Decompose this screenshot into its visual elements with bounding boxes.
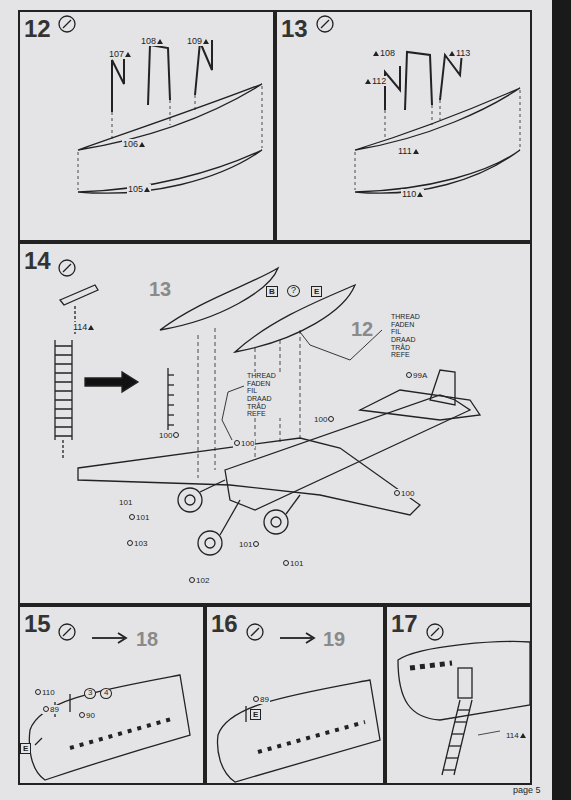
callout-number: 113 bbox=[448, 48, 471, 58]
step-number: 17 bbox=[391, 610, 418, 638]
label-holder: 12 bbox=[350, 318, 374, 340]
label-holder: 105 bbox=[127, 178, 151, 196]
callout-number: 110 bbox=[34, 688, 56, 697]
label-holder: THREAD FADEN FIL DRAAD TRÅD REFE bbox=[246, 372, 282, 420]
label-holder: 114 bbox=[72, 316, 95, 334]
label-holder: 111 bbox=[397, 140, 420, 158]
label-holder: 3 bbox=[84, 681, 96, 699]
step-number: 15 bbox=[24, 610, 51, 638]
label-holder: 90 bbox=[78, 704, 96, 722]
instruction-flag: E bbox=[311, 286, 322, 297]
label-holder: page 5 bbox=[512, 779, 542, 797]
callout-number: 100 bbox=[393, 489, 415, 498]
callout-number: 108 bbox=[372, 48, 396, 58]
label-holder: 100 bbox=[393, 482, 415, 500]
label-holder: 110 bbox=[34, 681, 56, 699]
callout-number: 105 bbox=[127, 184, 151, 194]
label-holder: 99A bbox=[405, 364, 428, 382]
label-holder: 100 bbox=[158, 424, 180, 442]
circled-number: ? bbox=[287, 285, 300, 297]
callout-number: 101 bbox=[128, 513, 150, 522]
callout-number: page 5 bbox=[512, 785, 542, 795]
callout-number: 100 bbox=[158, 431, 180, 440]
step-number: 16 bbox=[211, 610, 238, 638]
callout-number: 110 bbox=[401, 189, 424, 199]
pencil-icons bbox=[59, 16, 443, 640]
callout-number: 111 bbox=[397, 146, 420, 156]
callout-number: 101 bbox=[118, 498, 133, 507]
callout-number: 107 bbox=[108, 49, 132, 59]
step-panel: 16 bbox=[205, 605, 385, 785]
callout-number: 89 bbox=[42, 705, 60, 714]
reference-number: 18 bbox=[135, 628, 159, 650]
label-holder: 103 bbox=[126, 532, 148, 550]
label-holder: 108 bbox=[372, 42, 396, 60]
label-holder: 89 bbox=[42, 698, 60, 716]
engines bbox=[178, 480, 300, 555]
note-text: THREAD FADEN FIL DRAAD TRÅD REFE bbox=[246, 372, 282, 418]
label-holder: B bbox=[266, 280, 278, 298]
label-holder: 106 bbox=[122, 133, 146, 151]
step-panel: 17 bbox=[385, 605, 532, 785]
callout-number: 90 bbox=[78, 711, 96, 720]
drawing-lines bbox=[29, 16, 530, 782]
label-holder: 19 bbox=[322, 628, 346, 650]
instruction-flag: E bbox=[250, 709, 261, 720]
callout-number: 101 bbox=[282, 559, 304, 568]
instruction-flag: E bbox=[20, 743, 31, 754]
callout-number: 99A bbox=[405, 371, 428, 380]
callout-number: 108 bbox=[140, 36, 164, 46]
label-holder: 101 bbox=[282, 552, 304, 570]
label-holder: 113 bbox=[448, 42, 471, 60]
step-panel: 13 bbox=[275, 10, 532, 242]
page-edge bbox=[552, 0, 571, 800]
step-number: 12 bbox=[24, 15, 51, 43]
callout-number: 101 bbox=[238, 540, 260, 549]
reference-number: 13 bbox=[148, 278, 172, 300]
step-number: 14 bbox=[24, 247, 51, 275]
label-holder: 108 bbox=[140, 30, 164, 48]
label-holder: 101 bbox=[128, 506, 150, 524]
label-holder: THREAD FADEN FIL DRAAD TRÅD REFE bbox=[390, 313, 426, 361]
label-holder: E bbox=[20, 737, 31, 755]
label-holder: 109 bbox=[186, 30, 210, 48]
reference-number: 19 bbox=[322, 628, 346, 650]
label-holder: 100 bbox=[233, 432, 255, 450]
callout-number: 114 bbox=[72, 322, 95, 332]
label-holder: 101 bbox=[238, 533, 260, 551]
instruction-flag: B bbox=[266, 286, 278, 297]
callout-number: 89 bbox=[252, 695, 270, 704]
callout-number: 106 bbox=[122, 139, 146, 149]
label-holder: 101 bbox=[118, 491, 133, 509]
label-holder: 107 bbox=[108, 43, 132, 61]
label-holder: ? bbox=[287, 279, 300, 297]
strut-rack bbox=[168, 368, 174, 430]
callout-number: 102 bbox=[188, 576, 210, 585]
note-text: THREAD FADEN FIL DRAAD TRÅD REFE bbox=[390, 313, 426, 359]
label-holder: 89 bbox=[252, 688, 270, 706]
label-holder: E bbox=[250, 703, 261, 721]
step-number: 13 bbox=[281, 15, 308, 43]
callout-number: 112 bbox=[364, 76, 387, 86]
label-holder: 112 bbox=[364, 70, 387, 88]
label-holder: 100 bbox=[313, 408, 335, 426]
callout-number: 109 bbox=[186, 36, 210, 46]
label-holder: 4 bbox=[100, 681, 112, 699]
callout-number: 100 bbox=[233, 439, 255, 448]
label-holder: 18 bbox=[135, 628, 159, 650]
callout-number: 114 bbox=[505, 731, 527, 740]
circled-number: 4 bbox=[100, 688, 112, 699]
callout-number: 103 bbox=[126, 539, 148, 548]
circled-number: 3 bbox=[84, 688, 96, 699]
label-holder: 102 bbox=[188, 569, 210, 587]
label-holder: E bbox=[311, 280, 322, 298]
reference-number: 12 bbox=[350, 318, 374, 340]
label-holder: 114 bbox=[505, 724, 527, 742]
callout-number: 100 bbox=[313, 415, 335, 424]
label-holder: 110 bbox=[401, 183, 424, 201]
label-holder: 13 bbox=[148, 278, 172, 300]
